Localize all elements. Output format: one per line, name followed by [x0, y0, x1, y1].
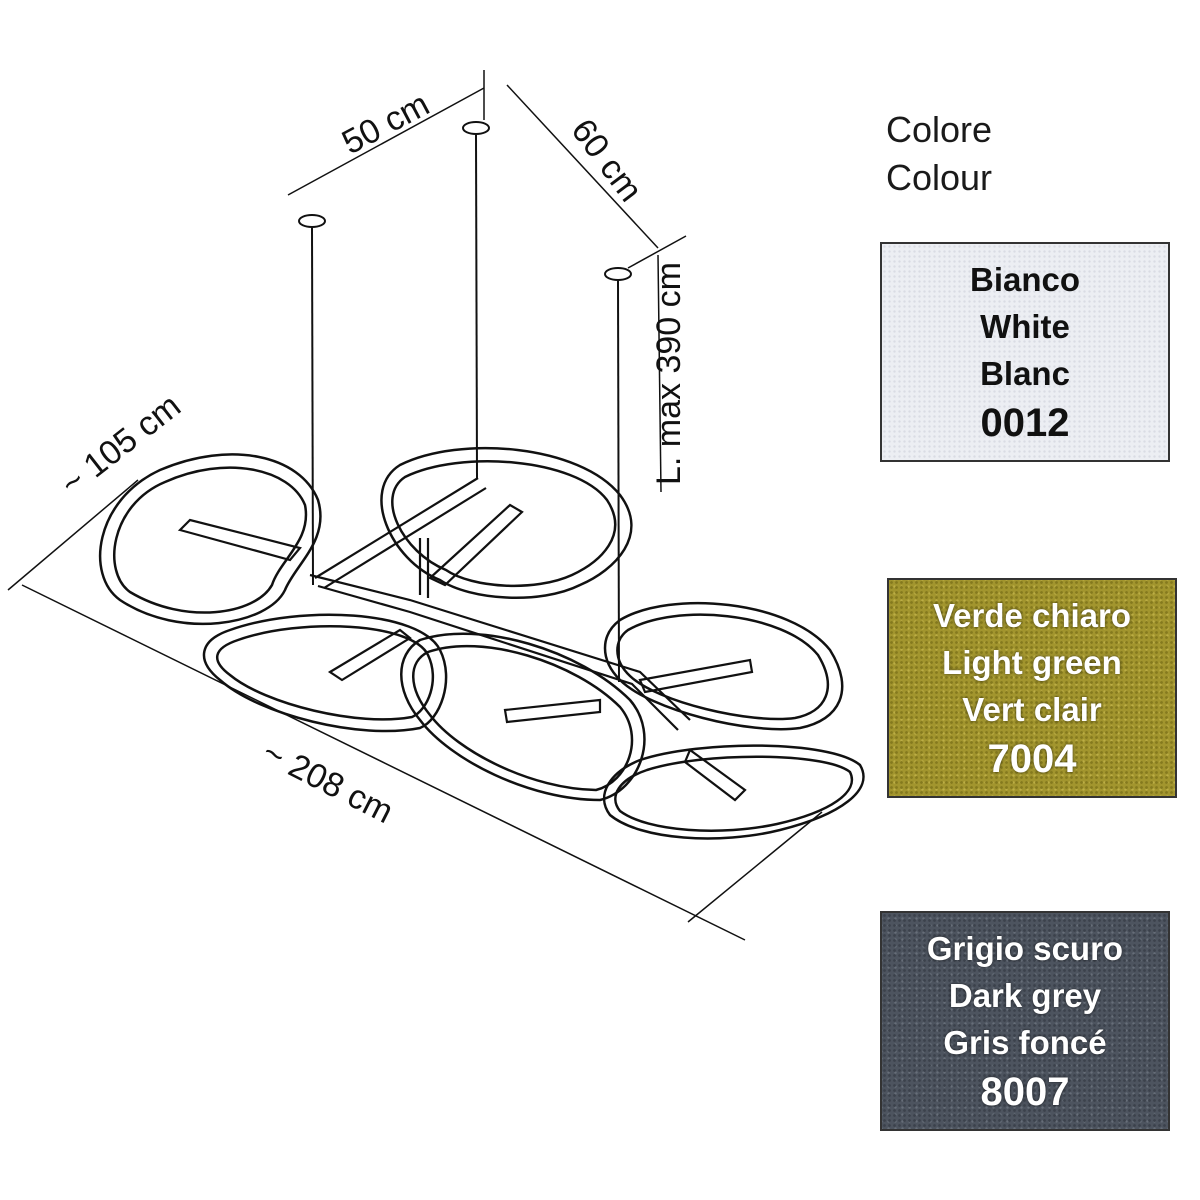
swatch-dark-grey: Grigio scuro Dark grey Gris foncé 8007	[880, 911, 1170, 1131]
dim-max-length: L. max 390 cm	[650, 262, 688, 485]
panel-center-left	[202, 613, 448, 733]
panel-center-top	[380, 446, 633, 599]
dim-width: ~ 208 cm	[256, 733, 399, 831]
swatch-name-it: Grigio scuro	[926, 929, 1124, 967]
panel-left-top	[98, 453, 322, 626]
swatch-name-fr: Blanc	[980, 354, 1070, 392]
swatch-name-it: Verde chiaro	[932, 596, 1132, 634]
support-frame	[177, 477, 754, 802]
swatch-name-en: Light green	[942, 643, 1122, 681]
colour-heading-it: Colore	[886, 109, 993, 150]
swatch-code: 0012	[980, 400, 1070, 445]
swatch-light-green: Verde chiaro Light green Vert clair 7004	[887, 578, 1177, 798]
swatch-name-it: Bianco	[969, 260, 1081, 298]
dim-spacing-a: 50 cm	[336, 85, 436, 162]
dim-depth: ~ 105 cm	[54, 387, 188, 504]
swatch-name-fr: Vert clair	[962, 690, 1102, 728]
acoustic-panels	[98, 446, 865, 840]
swatch-name-fr: Gris foncé	[943, 1023, 1107, 1061]
swatch-name-en: White	[980, 307, 1070, 345]
suspension-cables	[311, 134, 620, 683]
swatch-code: 7004	[987, 736, 1077, 781]
panel-right-bottom	[602, 744, 865, 840]
dimension-lines	[7, 70, 823, 941]
swatch-white: Bianco White Blanc 0012	[880, 242, 1170, 462]
panel-right-top	[603, 601, 844, 731]
colour-heading-en: Colour	[886, 157, 993, 198]
panel-center	[400, 632, 646, 802]
ceiling-canopies	[298, 121, 632, 281]
swatch-code: 8007	[980, 1069, 1070, 1114]
swatch-name-en: Dark grey	[948, 976, 1102, 1014]
